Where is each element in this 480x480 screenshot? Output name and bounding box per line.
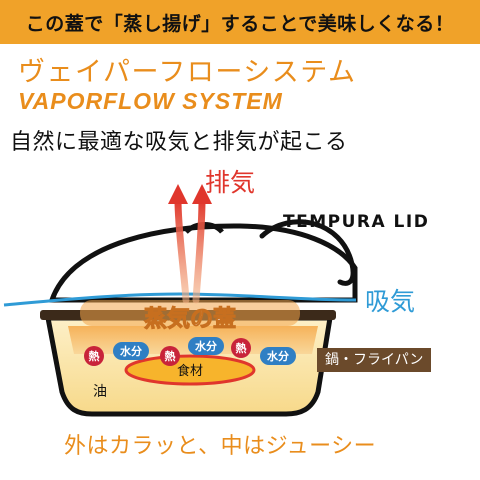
caption: 外はカラッと、中はジューシー [64, 434, 377, 459]
lid-handle [259, 219, 356, 286]
oil-label: 油 [93, 384, 107, 400]
svg-text:水分: 水分 [120, 344, 142, 358]
lid-knob [184, 222, 224, 234]
system-title-jp: ヴェイパーフローシステム [18, 57, 357, 88]
exhaust-label: 排気 [205, 168, 256, 197]
food [124, 354, 256, 386]
water-badge: 水分 [188, 337, 224, 355]
lid-name: TEMPURA LID [283, 212, 430, 232]
top-banner: この蓋で「蒸し揚げ」することで美味しくなる！ [0, 0, 480, 44]
lid-dome [48, 223, 358, 303]
svg-text:熱: 熱 [236, 341, 247, 355]
intake-flow [3, 292, 357, 307]
pan-label: 鍋・フライパン [317, 348, 432, 372]
steam-lid-top [80, 300, 300, 326]
water-badge: 水分 [113, 342, 149, 360]
heat-badge: 熱 [160, 346, 180, 366]
exhaust-arrowhead-left [168, 184, 188, 204]
heat-badge: 熱 [84, 346, 104, 366]
exhaust-arrowhead-right [192, 184, 212, 204]
svg-text:熱: 熱 [89, 349, 100, 363]
svg-text:熱: 熱 [165, 349, 176, 363]
exhaust-arrow-left [174, 196, 190, 304]
system-title-en: VAPORFLOW SYSTEM [18, 88, 283, 114]
steam-lid-label: 蒸気の蓋 [144, 305, 236, 332]
food-label: 食材 [177, 363, 203, 379]
svg-text:水分: 水分 [195, 339, 217, 353]
exhaust-arrow-right [192, 196, 206, 304]
svg-text:水分: 水分 [267, 349, 289, 363]
water-badge: 水分 [260, 347, 296, 365]
heat-badge: 熱 [231, 338, 251, 358]
banner-headline: この蓋で「蒸し揚げ」することで美味しくなる！ [25, 12, 455, 35]
subtitle: 自然に最適な吸気と排気が起こる [10, 130, 348, 155]
intake-label: 吸気 [365, 287, 416, 316]
